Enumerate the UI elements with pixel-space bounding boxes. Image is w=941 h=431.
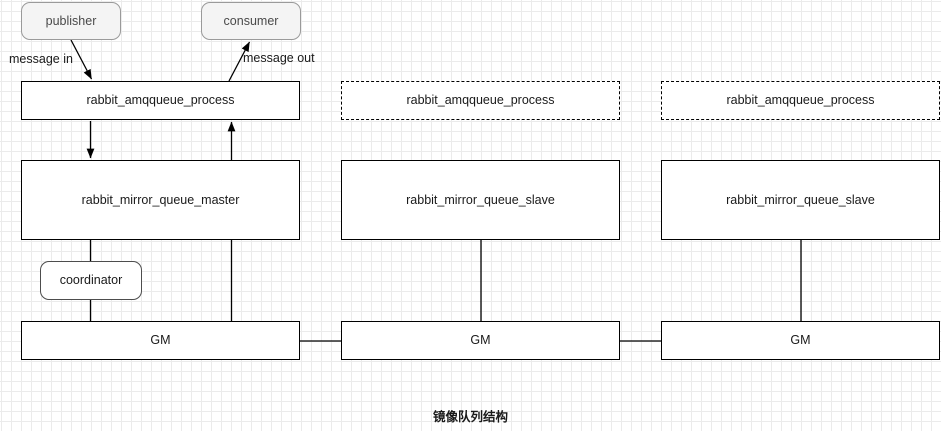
node-coordinator-label: coordinator [59,273,123,287]
node-mirror-slave2-label: rabbit_mirror_queue_slave [726,192,875,207]
node-process-slave1-label: rabbit_amqqueue_process [406,93,555,107]
node-gm-slave1-label: GM [470,333,491,347]
node-gm-slave1[interactable]: GM [341,321,620,360]
node-rabbit-amqqueue-process-master[interactable]: rabbit_amqqueue_process [21,81,300,120]
node-mirror-slave1-label: rabbit_mirror_queue_slave [406,192,555,207]
node-rabbit-mirror-queue-slave1[interactable]: rabbit_mirror_queue_slave [341,160,620,240]
node-gm-slave2[interactable]: GM [661,321,940,360]
node-rabbit-amqqueue-process-slave2[interactable]: rabbit_amqqueue_process [661,81,940,120]
edge-label-message-out: message out [243,51,315,65]
node-consumer[interactable]: consumer [201,2,301,40]
diagram-caption: 镜像队列结构 [432,410,508,424]
node-gm-slave2-label: GM [790,333,811,347]
node-gm-master-label: GM [150,333,171,347]
node-gm-master[interactable]: GM [21,321,300,360]
node-publisher-label: publisher [45,13,97,28]
node-consumer-label: consumer [223,13,279,28]
node-mirror-master-label: rabbit_mirror_queue_master [81,192,240,207]
node-coordinator[interactable]: coordinator [40,261,142,300]
node-process-master-label: rabbit_amqqueue_process [86,93,235,107]
node-rabbit-mirror-queue-slave2[interactable]: rabbit_mirror_queue_slave [661,160,940,240]
edge-publisher-to-process [70,39,93,80]
edge-label-message-in: message in [9,52,73,66]
node-rabbit-amqqueue-process-slave1[interactable]: rabbit_amqqueue_process [341,81,620,120]
node-process-slave2-label: rabbit_amqqueue_process [726,93,875,107]
node-publisher[interactable]: publisher [21,2,121,40]
node-rabbit-mirror-queue-master[interactable]: rabbit_mirror_queue_master [21,160,300,240]
